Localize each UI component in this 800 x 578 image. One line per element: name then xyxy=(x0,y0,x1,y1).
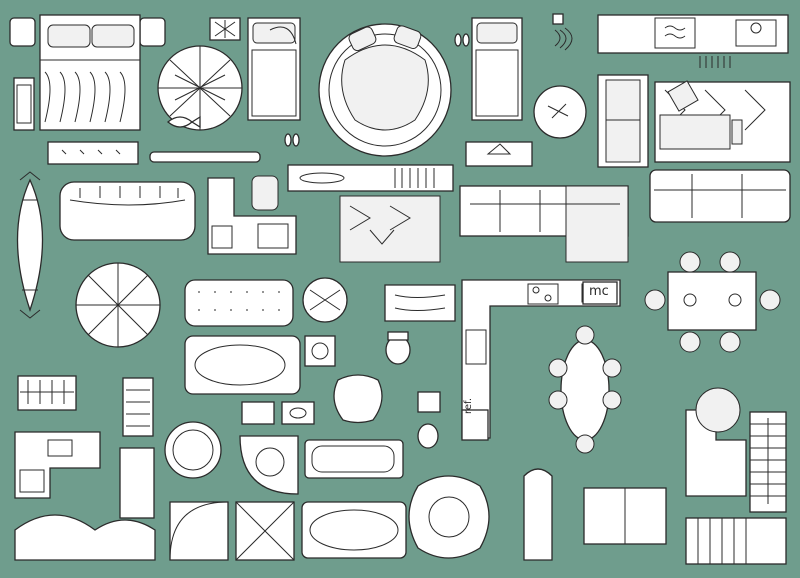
toilet-row xyxy=(417,391,441,449)
two-seat-table xyxy=(583,487,667,545)
stairs-bottom xyxy=(685,517,787,565)
office-desk xyxy=(207,175,297,255)
hammock xyxy=(16,171,44,319)
double-bed xyxy=(9,14,166,131)
bottles xyxy=(699,56,731,68)
refrigerator-label: ref. xyxy=(463,397,474,414)
corner-tub-2 xyxy=(239,435,299,495)
tv-console xyxy=(287,164,454,192)
round-bed xyxy=(318,23,452,157)
long-pillow-rug xyxy=(149,151,261,163)
patterned-rug xyxy=(339,195,441,263)
washer xyxy=(304,335,336,367)
arched-mat xyxy=(523,468,553,561)
sofa-three-seat xyxy=(649,169,791,223)
stairs xyxy=(749,411,787,513)
fish-rug xyxy=(166,115,201,129)
plant-top xyxy=(209,17,241,41)
single-bed-2 xyxy=(471,17,523,121)
bath-long xyxy=(304,439,404,479)
cowhide-rug xyxy=(333,374,383,424)
bedside-rug xyxy=(13,77,35,131)
round-tree xyxy=(164,421,222,479)
round-side-rug xyxy=(533,85,587,139)
dining-rug xyxy=(654,80,791,163)
chesterfield-sofa xyxy=(59,181,196,241)
cabinet-tall xyxy=(119,447,155,519)
slippers xyxy=(284,33,470,147)
office-l-desk xyxy=(14,431,101,499)
patio-umbrella xyxy=(75,262,161,348)
wicker-chair xyxy=(302,277,348,323)
corner-bathtub xyxy=(184,335,301,395)
microwave-label: mc xyxy=(589,284,609,299)
round-rug xyxy=(157,45,243,131)
sink-small xyxy=(241,401,315,425)
dining-table-6 xyxy=(644,251,781,353)
sofa-bottom xyxy=(14,514,156,561)
corner-shower xyxy=(169,501,229,561)
sofa-l-top xyxy=(597,74,649,168)
toilet-top xyxy=(385,331,411,365)
bookshelf xyxy=(122,377,154,437)
sectional-sofa xyxy=(459,185,629,263)
window-bench xyxy=(17,375,77,411)
kitchen-counter-top xyxy=(597,14,789,54)
hot-tub xyxy=(408,475,490,559)
wall-lamp xyxy=(552,13,573,51)
sofa-pattern xyxy=(184,279,294,327)
oval-tub xyxy=(301,501,407,559)
log-table xyxy=(384,284,456,322)
bench xyxy=(47,141,139,165)
round-desk-area xyxy=(685,387,747,497)
oval-dining xyxy=(548,325,622,454)
single-bed xyxy=(247,17,301,121)
desk-lamp-table xyxy=(465,141,533,167)
square-shower xyxy=(235,501,295,561)
